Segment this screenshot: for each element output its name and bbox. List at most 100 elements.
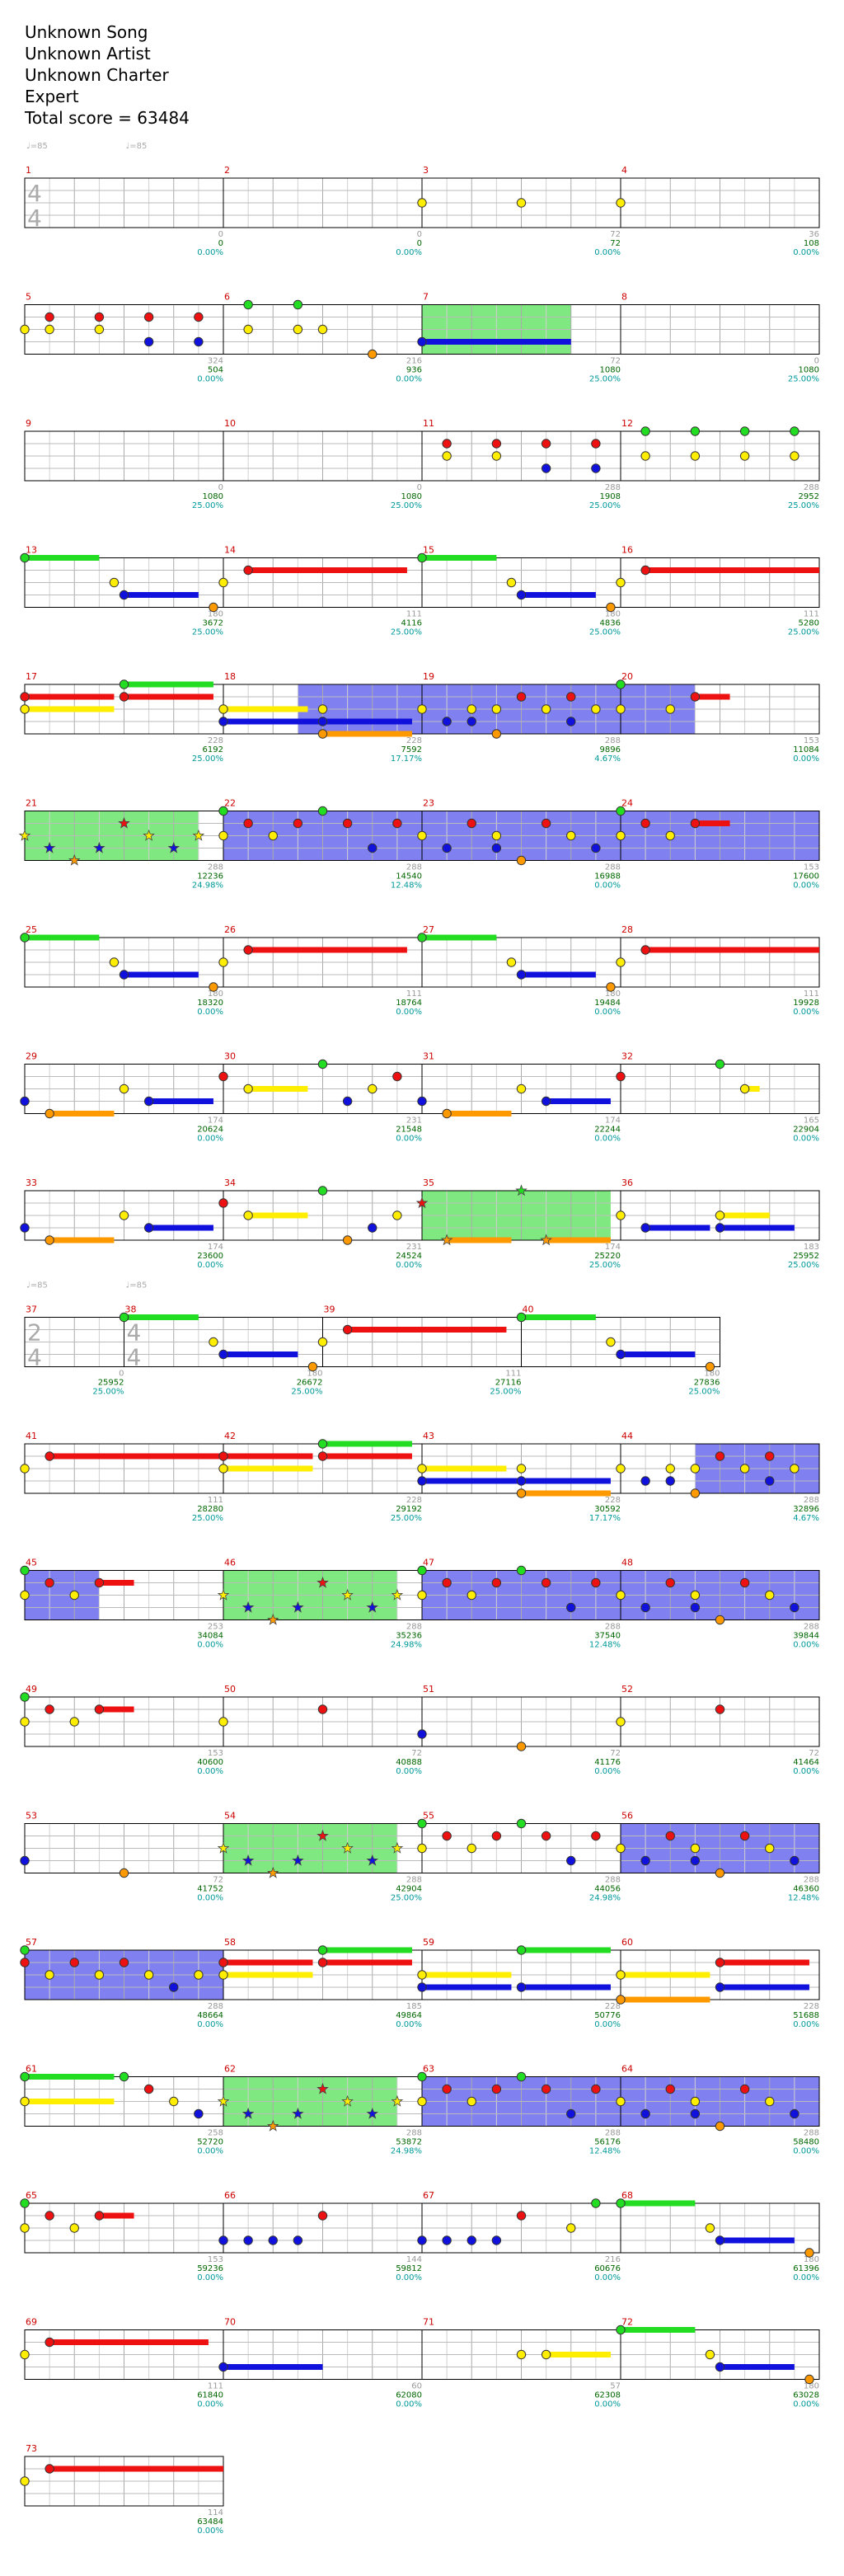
measure-tick-count: 288: [208, 863, 223, 872]
red-sustain: [248, 947, 407, 953]
blue-note: [417, 2235, 427, 2245]
measure-tick-count: 288: [804, 1623, 819, 1632]
green-note: [417, 552, 427, 563]
blue-note: [442, 843, 452, 853]
measure-score: 61840: [197, 2391, 223, 2400]
measure-score: 39844: [793, 1632, 819, 1641]
measure-tick-count: 180: [605, 990, 621, 999]
measure-score: 50776: [594, 2011, 621, 2020]
blue-note: [690, 1855, 701, 1866]
yellow-note: [392, 1210, 402, 1220]
red-note: [491, 439, 502, 449]
measure-tick-count: 144: [406, 2255, 422, 2264]
measure-score: 27836: [694, 1379, 720, 1388]
blue-note: [143, 1096, 154, 1107]
red-sustain: [49, 1453, 223, 1460]
measure-number: 10: [224, 418, 236, 429]
blue-star-note: [43, 841, 56, 853]
green-note: [20, 2198, 30, 2208]
measure-score: 19928: [793, 999, 819, 1008]
blue-note: [715, 2362, 725, 2372]
yellow-note: [516, 198, 527, 208]
measure-score: 41464: [793, 1758, 819, 1767]
measure-sp-percent: 25.00%: [589, 1261, 621, 1270]
orange-note: [804, 2248, 814, 2258]
measure-tick-count: 72: [610, 230, 621, 239]
measure-sp-percent: 25.00%: [788, 375, 819, 384]
measure-tick-count: 324: [208, 357, 223, 366]
red-note: [317, 1704, 328, 1714]
song-title: Unknown Song: [25, 22, 148, 42]
blue-sustain: [223, 2364, 323, 2370]
measure-score: 49864: [396, 2011, 422, 2020]
yellow-note: [665, 704, 675, 714]
green-sustain: [124, 681, 213, 688]
red-sustain: [223, 1453, 313, 1460]
measure-tick-count: 185: [406, 2002, 422, 2011]
measure-number: 9: [26, 418, 31, 429]
red-note: [467, 818, 476, 829]
measure-number: 36: [621, 1178, 633, 1188]
yellow-sustain: [248, 1086, 308, 1092]
measure-score: 41176: [594, 1758, 621, 1767]
measure-sp-percent: 25.00%: [490, 1388, 521, 1397]
red-star-note: [118, 816, 130, 829]
measure-tick-count: 153: [208, 2255, 223, 2264]
measure-number: 45: [26, 1558, 37, 1568]
measure-number: 60: [621, 1937, 633, 1948]
measure-number: 3: [423, 165, 429, 176]
orange-note: [119, 1868, 129, 1878]
yellow-sustain: [744, 1086, 760, 1092]
measure-tick-count: 174: [208, 1116, 223, 1126]
red-note: [690, 818, 701, 829]
blue-note: [790, 2108, 799, 2119]
yellow-note: [218, 1717, 228, 1727]
orange-sustain: [49, 1111, 115, 1116]
yellow-note: [69, 1590, 79, 1601]
measure-sp-percent: 25.00%: [291, 1388, 322, 1397]
green-sustain: [521, 1314, 596, 1320]
blue-star-note: [366, 2107, 379, 2119]
yellow-sustain: [546, 2352, 611, 2357]
red-note: [541, 1577, 551, 1588]
yellow-note: [94, 1970, 105, 1980]
yellow-note: [417, 198, 427, 208]
measure-number: 8: [621, 292, 627, 303]
red-note: [690, 692, 701, 702]
measure-number: 69: [26, 2317, 37, 2328]
measure-score: 63028: [793, 2391, 819, 2400]
yellow-star-note: [391, 1588, 404, 1601]
measure-score: 11084: [793, 745, 819, 754]
green-note: [516, 1565, 527, 1576]
yellow-note: [143, 1970, 154, 1980]
red-note: [591, 2084, 601, 2094]
measure-score: 62080: [396, 2391, 422, 2400]
red-note: [739, 1831, 750, 1841]
orange-note: [307, 1361, 318, 1372]
measure-tick-count: 288: [605, 2129, 621, 2138]
blue-note: [442, 717, 452, 726]
measure-score: 21548: [396, 1126, 422, 1135]
yellow-note: [606, 1337, 616, 1347]
yellow-sustain: [720, 1212, 770, 1219]
red-note: [342, 818, 353, 829]
measure-tick-count: 36: [809, 230, 819, 239]
yellow-star-note: [217, 1588, 230, 1601]
red-note: [392, 1071, 402, 1082]
measure-number: 40: [523, 1304, 534, 1315]
yellow-note: [69, 1717, 79, 1727]
yellow-note: [194, 1970, 204, 1980]
orange-note: [516, 855, 527, 866]
yellow-note: [218, 957, 228, 967]
measure-score: 63484: [197, 2517, 223, 2527]
measure-score: 30592: [594, 1505, 621, 1514]
red-sustain: [99, 1580, 134, 1586]
measure-tick-count: 111: [804, 990, 819, 999]
yellow-sustain: [248, 1212, 308, 1219]
measure-sp-percent: 0.00%: [197, 2527, 223, 2536]
measure-tick-count: 288: [406, 1876, 422, 1885]
measure-score: 2952: [799, 492, 819, 501]
red-note: [739, 1577, 750, 1588]
measure-tick-count: 72: [610, 357, 621, 366]
measure-tick-count: 114: [208, 2508, 223, 2517]
